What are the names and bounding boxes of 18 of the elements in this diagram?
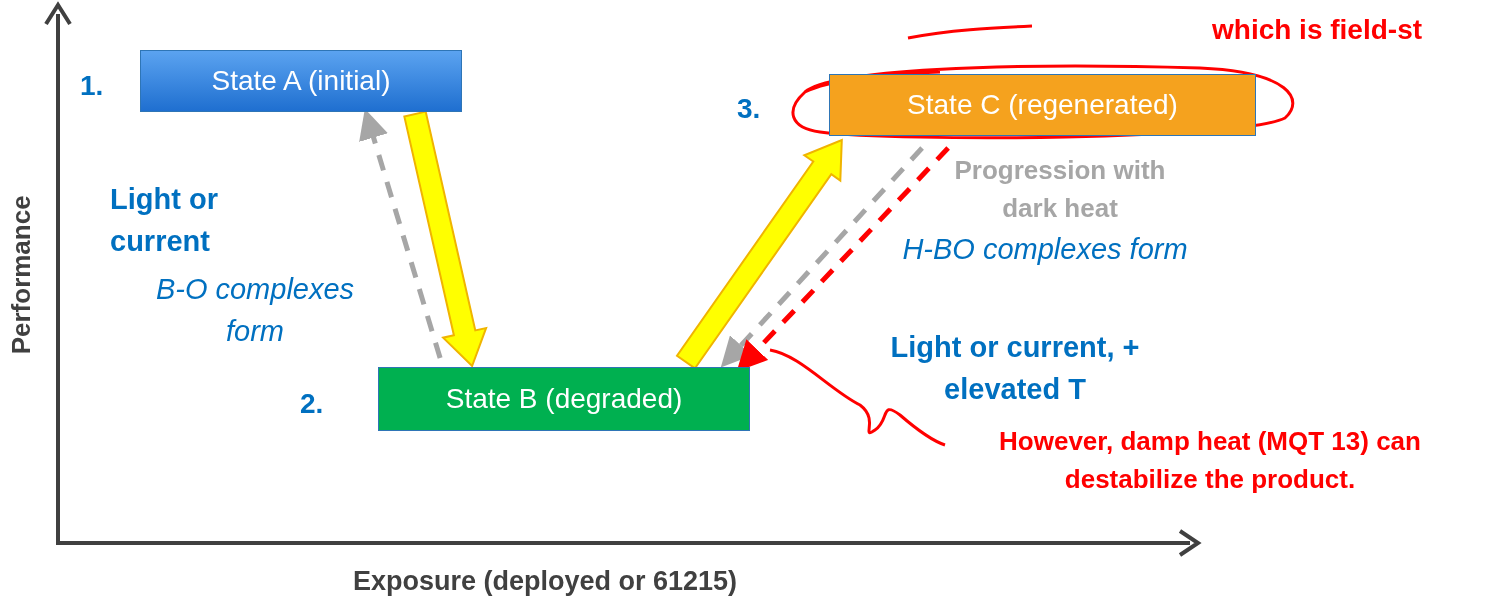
step-number: 2.	[300, 387, 325, 421]
mechanism-text: B-O complexes form	[154, 272, 356, 350]
condition-text: Progression with dark heat	[953, 154, 1167, 225]
dashed-arrow	[720, 146, 924, 368]
step-number: 3.	[737, 92, 762, 126]
step-number: 1.	[80, 69, 105, 103]
condition-text: Light or current, + elevated T	[889, 330, 1141, 408]
axis-title: Performance	[5, 194, 38, 357]
state-box: State A (initial)	[140, 50, 462, 112]
state-box: State B (degraded)	[378, 367, 750, 431]
annotation-note: which is field-st	[1212, 13, 1424, 47]
block-arrow	[403, 110, 488, 368]
state-box: State C (regenerated)	[829, 74, 1256, 136]
mechanism-text: H-BO complexes form	[901, 232, 1189, 267]
annotation-note: However, damp heat (MQT 13) can destabilize the product.	[998, 425, 1422, 496]
block-arrow	[675, 138, 843, 370]
condition-text: Light or current	[110, 182, 219, 260]
axis-title: Exposure (deployed or 61215)	[351, 565, 739, 598]
